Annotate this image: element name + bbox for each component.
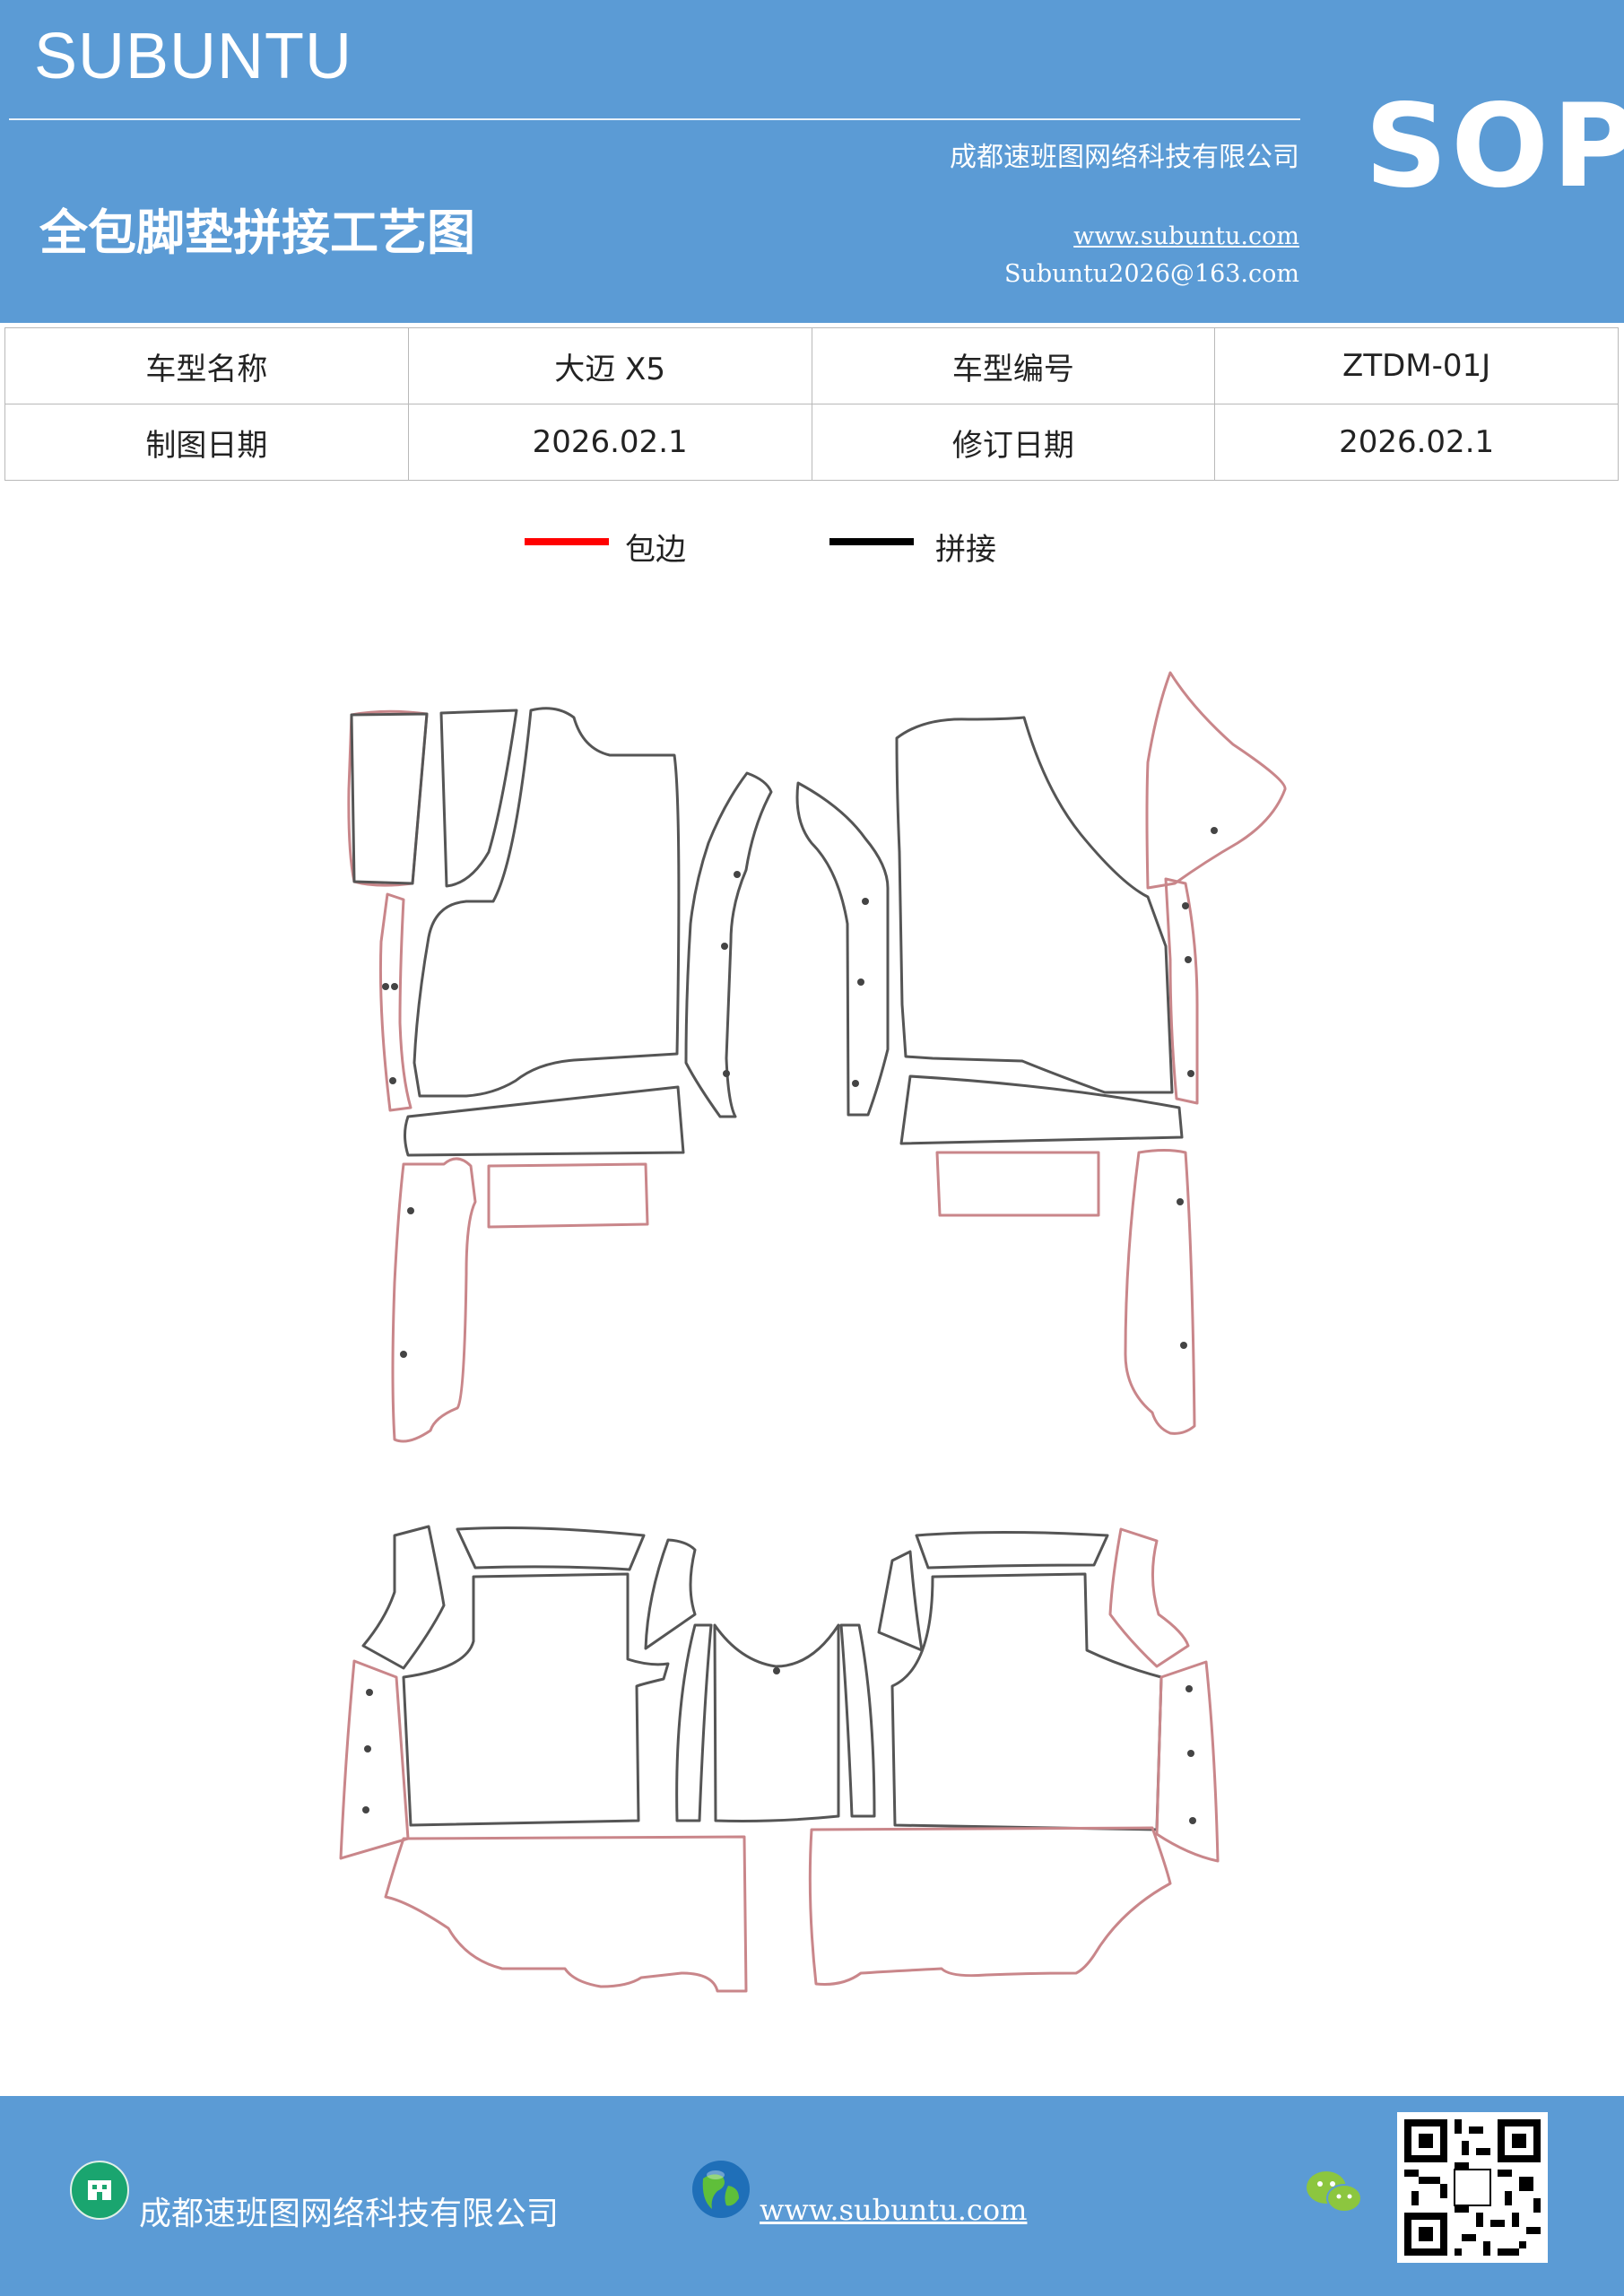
mat-piece	[713, 1623, 840, 1822]
mat-piece	[675, 1623, 713, 1822]
table-row: 制图日期 2026.02.1 修订日期 2026.02.1	[4, 404, 1619, 481]
mat-piece	[350, 712, 429, 885]
table-cell: 大迈 X5	[407, 327, 812, 404]
table-cell: 车型编号	[811, 327, 1216, 404]
table-cell: 修订日期	[811, 404, 1216, 481]
legend-label: 拼接	[935, 532, 996, 568]
legend-item-edging: 包边	[525, 525, 686, 569]
mat-piece	[895, 716, 1174, 1094]
footer-website-link[interactable]: www.subuntu.com	[760, 2193, 1028, 2227]
mat-piece	[684, 771, 773, 1118]
mat-piece	[361, 1525, 446, 1670]
mat-piece	[808, 1826, 1172, 1986]
mat-piece	[1108, 1527, 1190, 1668]
mat-piece	[1145, 671, 1287, 890]
mat-piece	[413, 707, 681, 1098]
mat-piece	[644, 1538, 697, 1650]
legend-label: 包边	[625, 532, 686, 568]
mat-piece	[384, 1835, 748, 1993]
table-cell: 车型名称	[4, 327, 409, 404]
mat-piece	[391, 1157, 477, 1443]
table-cell: ZTDM-01J	[1214, 327, 1619, 404]
mat-piece	[839, 1623, 876, 1818]
mat-piece	[1124, 1149, 1196, 1435]
black-line-swatch	[829, 538, 914, 545]
mat-piece	[378, 892, 413, 1112]
email-address: Subuntu2026@163.com	[1004, 260, 1299, 288]
header-divider	[9, 118, 1300, 120]
mat-piece	[935, 1151, 1100, 1217]
header-banner: SUBUNTU SOP 成都速班图网络科技有限公司 全包脚垫拼接工艺图 www.…	[0, 0, 1624, 323]
company-name: 成都速班图网络科技有限公司	[950, 142, 1299, 173]
mat-piece	[899, 1074, 1184, 1145]
brand-name: SUBUNTU	[34, 21, 353, 92]
building-icon	[70, 2161, 129, 2220]
mat-piece	[795, 781, 890, 1117]
website-link[interactable]: www.subuntu.com	[1073, 222, 1299, 250]
footer-banner: 成都速班图网络科技有限公司 www.subuntu.com	[0, 2096, 1624, 2296]
mat-piece	[339, 1659, 410, 1860]
mat-piece	[915, 1531, 1109, 1570]
wechat-icon[interactable]	[1305, 2166, 1364, 2218]
vehicle-info-table: 车型名称 大迈 X5 车型编号 ZTDM-01J 制图日期 2026.02.1 …	[4, 327, 1619, 481]
mat-piece	[439, 709, 518, 888]
mat-piece	[1164, 877, 1199, 1105]
qr-code[interactable]	[1397, 2112, 1548, 2263]
mat-piece	[1155, 1660, 1220, 1863]
sop-label: SOP	[1365, 80, 1624, 213]
globe-icon	[692, 2161, 750, 2218]
table-row: 车型名称 大迈 X5 车型编号 ZTDM-01J	[4, 327, 1619, 404]
legend-item-splice: 拼接	[829, 525, 996, 569]
table-cell: 制图日期	[4, 404, 409, 481]
page-title: 全包脚垫拼接工艺图	[39, 204, 475, 261]
mat-piece	[877, 1550, 924, 1652]
mat-piece	[402, 1572, 670, 1827]
table-cell: 2026.02.1	[407, 404, 812, 481]
mat-piece	[404, 1085, 685, 1157]
floor-mat-diagram	[339, 671, 1287, 1993]
table-cell: 2026.02.1	[1214, 404, 1619, 481]
mat-piece	[890, 1572, 1163, 1831]
mat-piece	[456, 1526, 646, 1571]
red-line-swatch	[525, 538, 609, 545]
footer-company: 成都速班图网络科技有限公司	[139, 2196, 560, 2232]
mat-piece	[487, 1162, 649, 1229]
mat-piece	[347, 709, 429, 887]
